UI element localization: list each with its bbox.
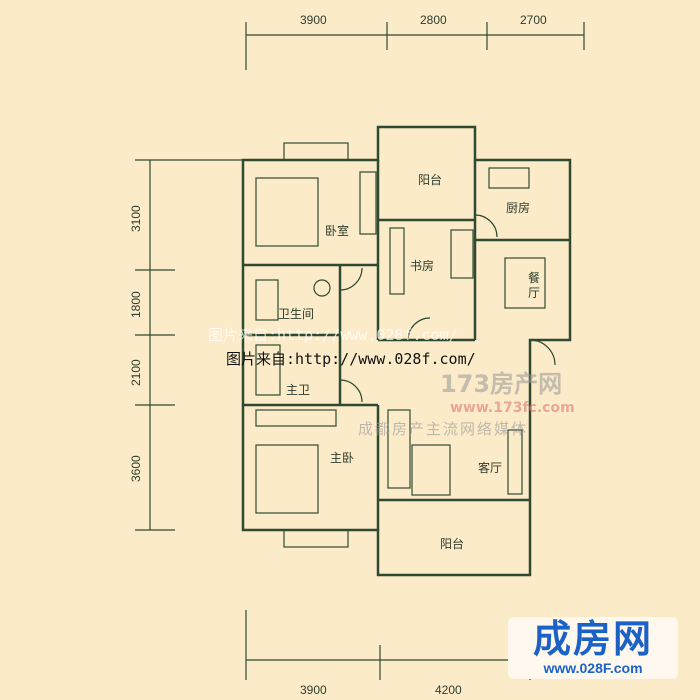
room-study: 书房 [410, 258, 434, 273]
room-dining: 餐厅 [528, 270, 540, 300]
dim-left-1: 3100 [129, 205, 143, 232]
watermark-173-url: www.173fc.com [450, 400, 575, 416]
watermark-source-faint: 图片来自:http://www.028f.com/ [208, 326, 458, 344]
room-bathroom: 卫生间 [278, 307, 314, 321]
room-dining-text-2: 厅 [528, 286, 540, 300]
coffee-table [411, 444, 451, 496]
room-living: 客厅 [478, 460, 502, 475]
room-balcony-bottom: 阳台 [440, 536, 464, 551]
room-master-bath: 主卫 [286, 383, 310, 397]
watermark-source: 图片来自:http://www.028f.com/ [226, 350, 476, 368]
bed [255, 177, 319, 247]
kitchen-sink [488, 167, 530, 189]
sofa [387, 409, 411, 489]
room-kitchen: 厨房 [506, 200, 530, 215]
dim-left-2: 1800 [129, 291, 143, 318]
logo-name: 成房网 [532, 617, 653, 661]
shower [255, 279, 279, 321]
bathtub [255, 344, 281, 396]
dim-bottom-1: 3900 [300, 683, 327, 697]
dining-table [504, 257, 546, 309]
dim-left-4: 3600 [129, 455, 143, 482]
desk [450, 229, 474, 279]
washbasin [313, 279, 331, 297]
wardrobe [359, 171, 377, 235]
dim-left-3: 2100 [129, 359, 143, 386]
bookshelf [389, 227, 405, 295]
room-bedroom: 卧室 [325, 223, 349, 238]
dim-top-2: 2800 [420, 13, 447, 27]
watermark-173: 173房产网 [440, 370, 563, 398]
dim-top-3: 2700 [520, 13, 547, 27]
room-master-bedroom: 主卧 [330, 451, 354, 465]
watermark-slogan: 成都房产主流网络媒体 [358, 420, 529, 438]
furniture [255, 142, 556, 548]
walls [241, 125, 572, 577]
wardrobe-2 [255, 409, 337, 427]
dimension-lines [135, 22, 585, 680]
room-balcony-top: 阳台 [418, 172, 442, 187]
dim-top-1: 3900 [300, 13, 327, 27]
master-bed [255, 444, 319, 514]
logo-url: www.028F.com [543, 660, 643, 676]
dim-bottom-2: 4200 [435, 683, 462, 697]
logo: 成房网 www.028F.com [508, 617, 678, 679]
tv-cabinet [507, 429, 523, 495]
room-dining-text: 餐 [528, 270, 540, 285]
